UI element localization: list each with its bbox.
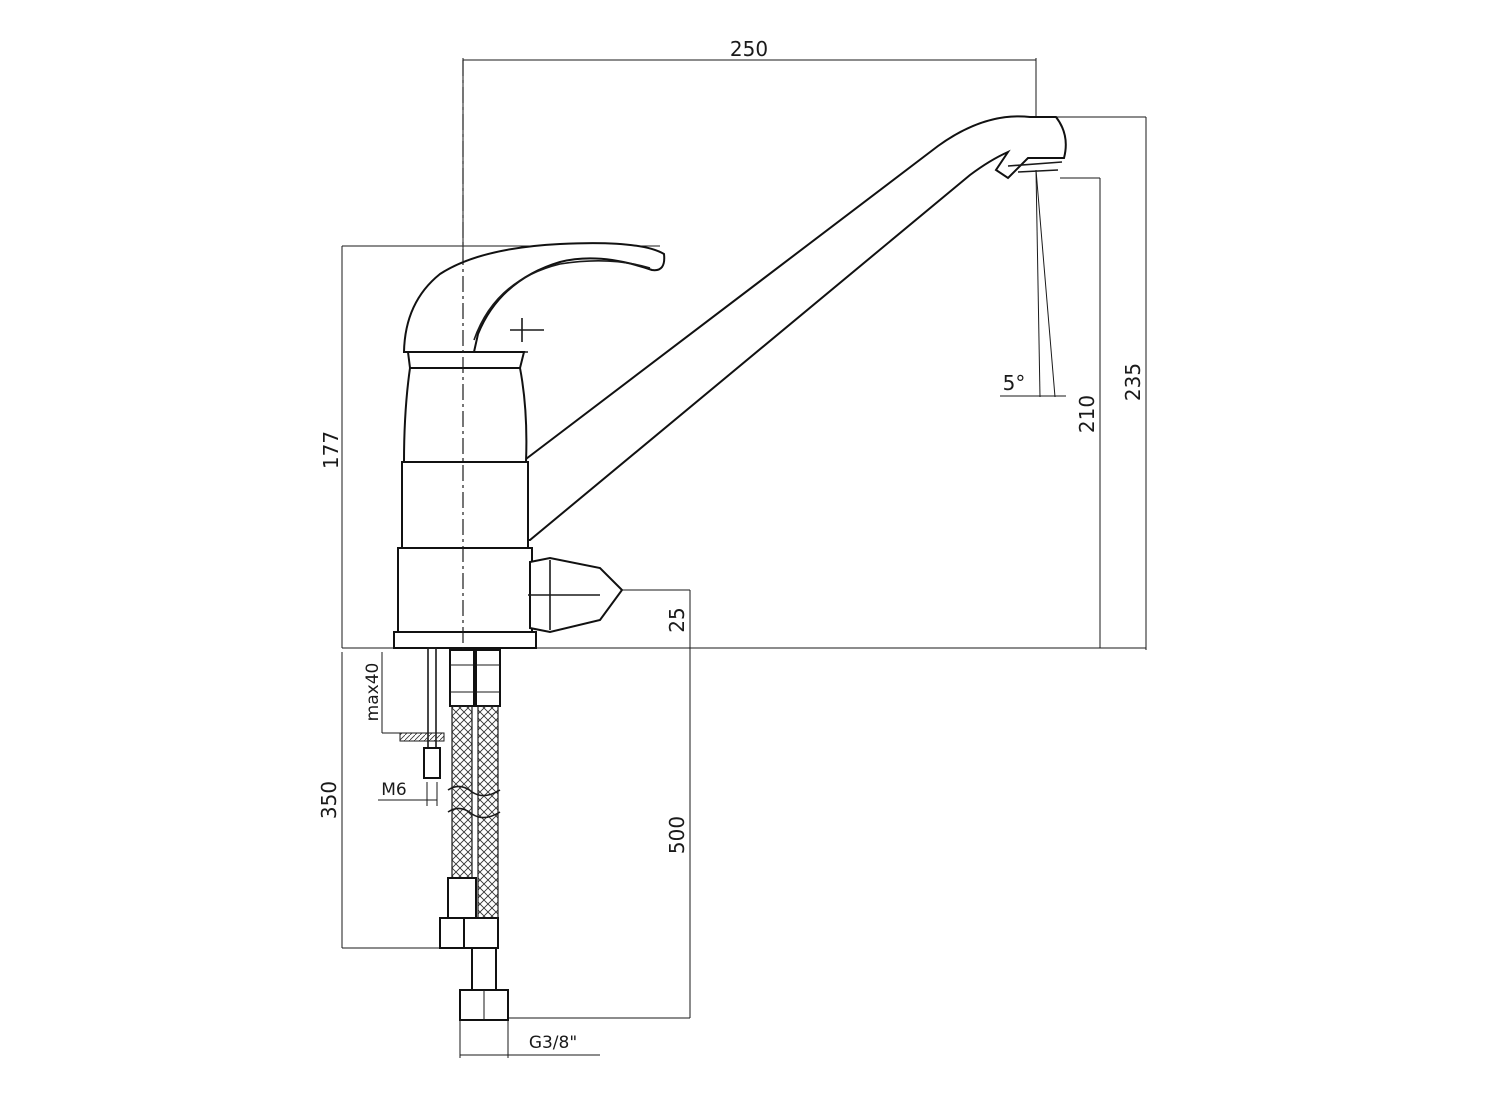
label-hose-thread: G3/8" (529, 1033, 577, 1053)
label-hose-length: 500 (665, 816, 689, 854)
label-stud-thread: M6 (381, 780, 406, 800)
label-spray-angle: 5° (1003, 371, 1026, 395)
label-inlet-height: 25 (665, 607, 689, 632)
mounting-hardware (399, 647, 509, 1021)
label-total-height: 235 (1121, 363, 1145, 401)
label-spout-reach: 250 (730, 37, 768, 61)
dimension-labels: 250 177 235 210 5° 25 max40 M6 350 500 G… (317, 37, 1145, 1053)
label-spout-height: 210 (1075, 395, 1099, 433)
label-max-worktop: max40 (363, 663, 383, 722)
label-body-height: 177 (319, 431, 343, 469)
label-stud-length: 350 (317, 781, 341, 819)
faucet-body (393, 115, 1067, 649)
